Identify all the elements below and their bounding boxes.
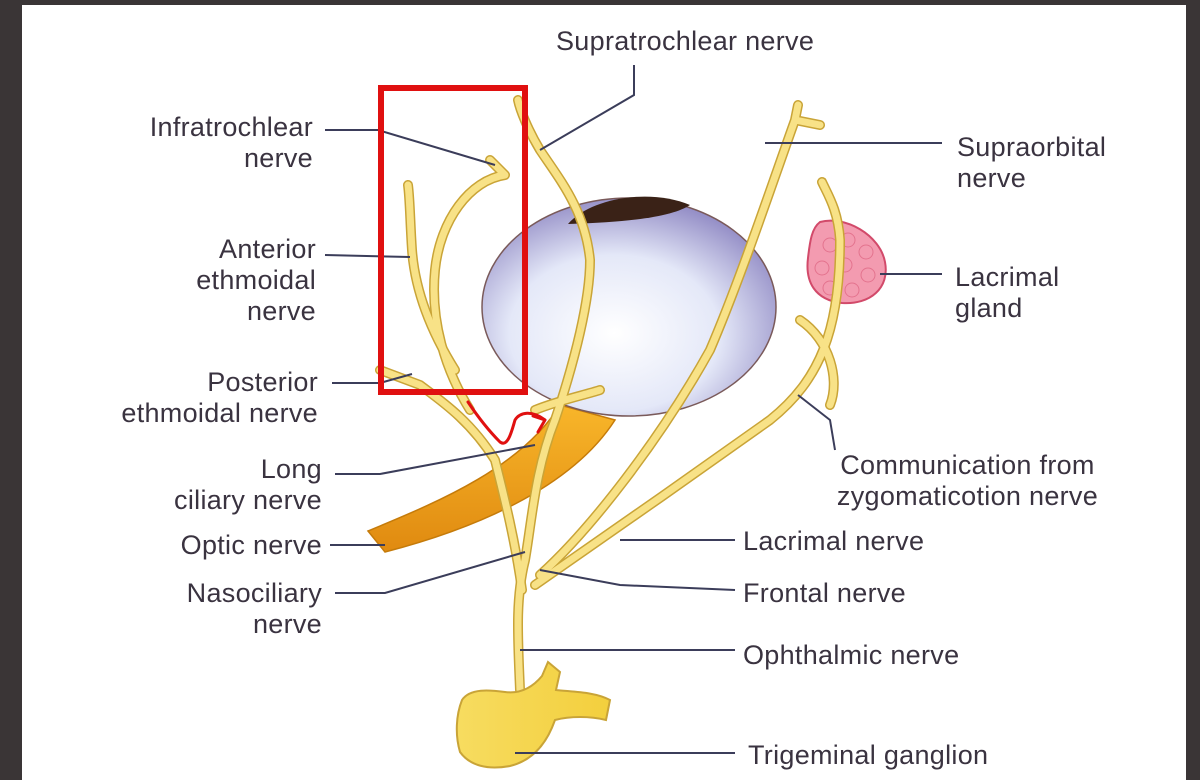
label-posterior-ethmoidal-nerve: Posterior ethmoidal nerve bbox=[121, 367, 318, 428]
label-trigeminal-ganglion: Trigeminal ganglion bbox=[748, 740, 989, 770]
lacrimal-gland-shape bbox=[806, 219, 887, 305]
label-ophthalmic-nerve: Ophthalmic nerve bbox=[743, 640, 960, 670]
nerve-paths bbox=[375, 95, 845, 695]
label-communication-zygomaticotemporal: Communication from zygomaticotion nerve bbox=[836, 450, 1099, 511]
label-supraorbital-nerve: Supraorbital nerve bbox=[957, 132, 1107, 193]
label-frontal-nerve: Frontal nerve bbox=[743, 578, 906, 608]
label-supratrochlear-nerve: Supratrochlear nerve bbox=[556, 26, 815, 56]
annotation-rectangle bbox=[378, 85, 528, 395]
cornea-shape bbox=[568, 196, 690, 224]
label-optic-nerve: Optic nerve bbox=[180, 530, 322, 560]
label-infratrochlear-nerve: Infratrochlear nerve bbox=[149, 112, 313, 173]
label-lacrimal-gland: Lacrimal gland bbox=[955, 262, 1060, 323]
optic-nerve-shape bbox=[366, 404, 617, 553]
label-lacrimal-nerve: Lacrimal nerve bbox=[743, 526, 925, 556]
label-anterior-ethmoidal-nerve: Anterior ethmoidal nerve bbox=[196, 234, 316, 326]
label-long-ciliary-nerve: Long ciliary nerve bbox=[174, 454, 322, 515]
trigeminal-ganglion-shape bbox=[455, 660, 612, 769]
leader-lines bbox=[324, 65, 942, 754]
annotation-arrow bbox=[466, 400, 547, 445]
label-nasociliary-nerve: Nasociliary nerve bbox=[186, 578, 322, 639]
